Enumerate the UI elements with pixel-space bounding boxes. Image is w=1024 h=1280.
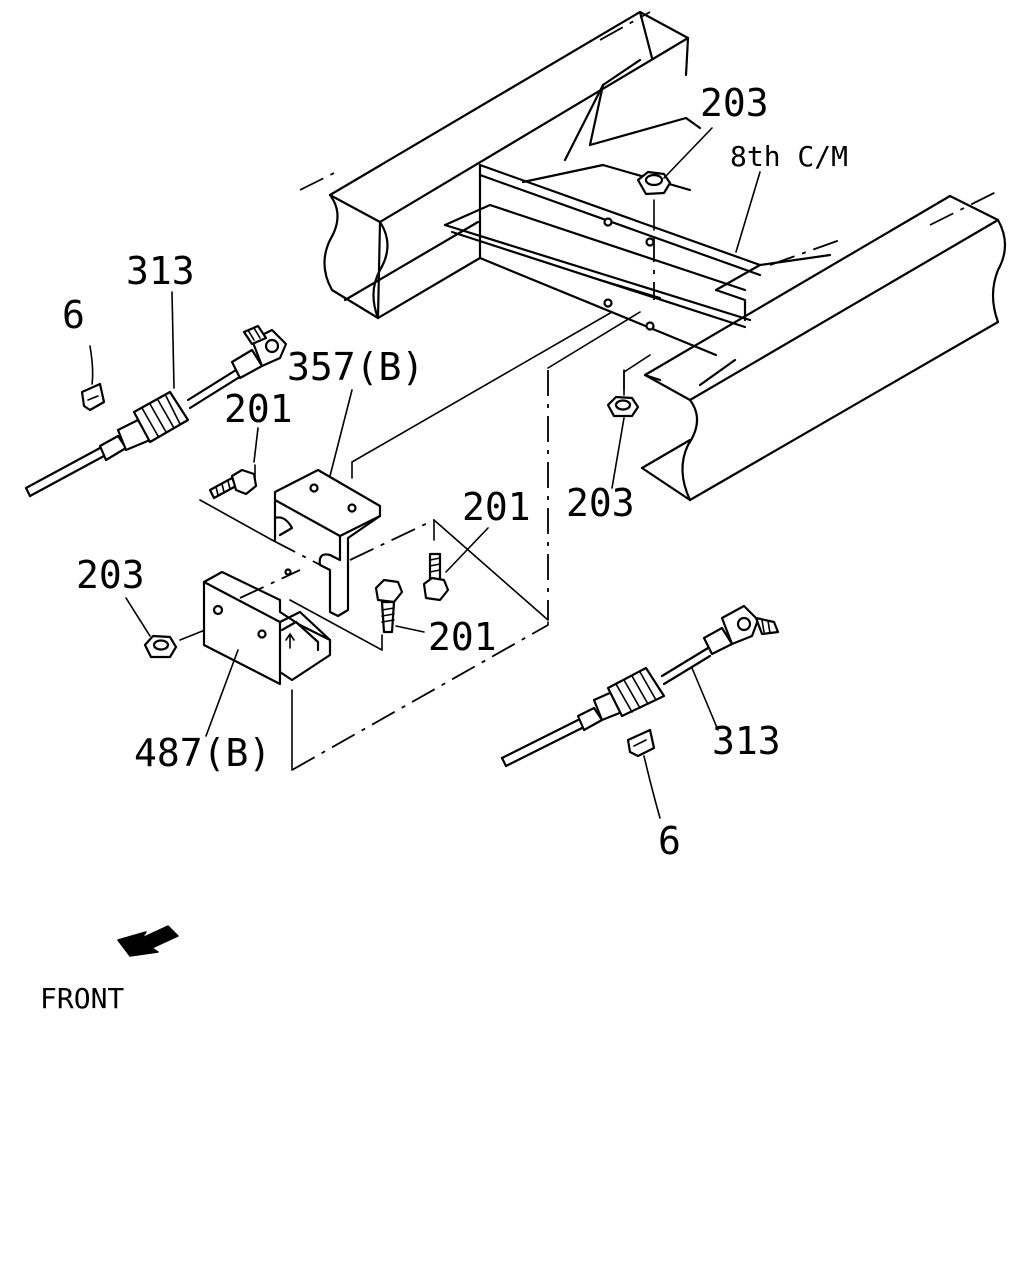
label-bolt-upper-left: 201: [224, 387, 293, 431]
label-nut-right: 203: [566, 481, 635, 525]
assembly-lines: [199, 236, 655, 771]
nut-right-icon: [606, 354, 651, 418]
label-clip-left: 6: [62, 293, 85, 337]
clip-left-icon: [80, 345, 106, 412]
label-bracket-lower: 487(B): [134, 731, 271, 775]
label-cable-right: 313: [712, 719, 781, 763]
bracket-lower-icon: [202, 568, 332, 686]
label-crossmember: 8th C/M: [730, 140, 848, 173]
label-front: FRONT: [40, 982, 124, 1015]
leader-lines: [125, 127, 761, 737]
frame-assembly: [299, 10, 1007, 502]
clip-right-icon: [626, 728, 661, 819]
nut-top-icon: [636, 170, 672, 231]
bolt-right-lower-icon: [374, 578, 404, 634]
bolt-upper-left-icon: [208, 464, 258, 500]
label-nut-left: 203: [76, 553, 145, 597]
label-bracket-upper: 357(B): [287, 345, 424, 389]
bolt-right-upper-icon: [422, 552, 450, 602]
cable-right-icon: [500, 604, 780, 768]
nut-left-icon: [143, 627, 211, 659]
label-bolt-right-lower: 201: [428, 615, 497, 659]
cable-left-icon: [24, 324, 288, 498]
label-bolt-right-upper: 201: [462, 485, 531, 529]
label-nut-top: 203: [700, 81, 769, 125]
label-cable-left: 313: [126, 249, 195, 293]
bracket-upper-icon: [273, 468, 382, 618]
label-clip-right: 6: [658, 819, 681, 863]
front-arrow-icon: [117, 925, 179, 957]
